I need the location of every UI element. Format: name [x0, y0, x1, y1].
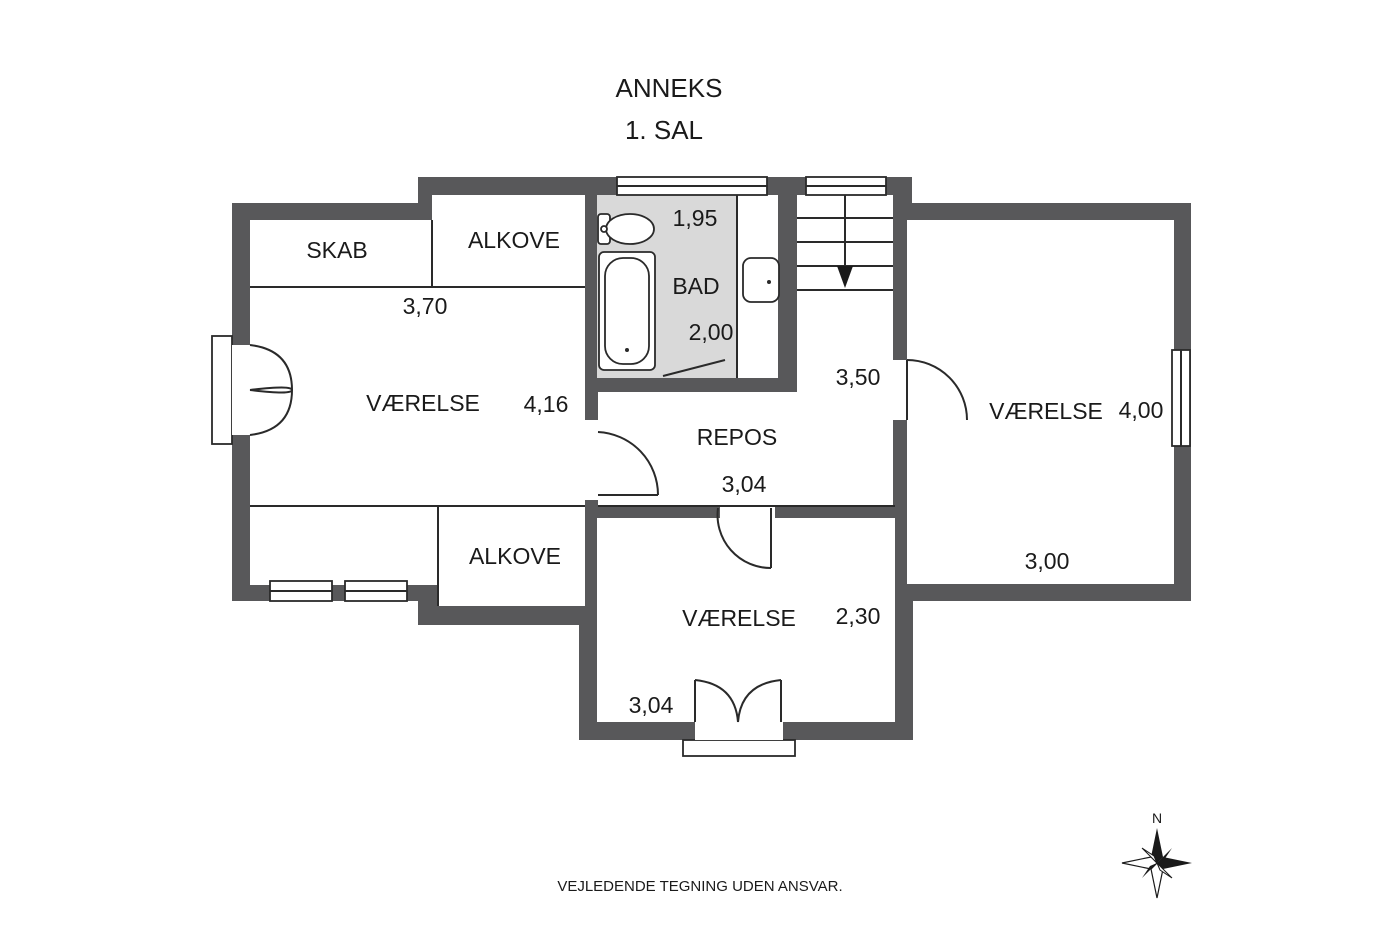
- plan-title: ANNEKS: [616, 73, 723, 103]
- door-bottom-room: [716, 507, 772, 570]
- repos-right-gap: [890, 360, 910, 420]
- dim-left-height: 4,16: [524, 391, 569, 417]
- room-label-skab: SKAB: [306, 237, 367, 263]
- window-bath: [616, 176, 768, 196]
- window-stairs: [805, 176, 887, 196]
- window-left-2: [344, 580, 408, 602]
- dim-repos-width: 3,04: [722, 471, 767, 497]
- sink-icon: [742, 257, 780, 303]
- corridor-stair-gap: [797, 290, 893, 396]
- room-label-alkove-top: ALKOVE: [468, 227, 560, 253]
- dim-bottom-height: 2,30: [836, 603, 881, 629]
- compass-rose-icon: N: [1121, 810, 1192, 899]
- door-right-room: [906, 359, 968, 421]
- room-label-bad: BAD: [672, 273, 719, 299]
- stair-arrow-icon: [837, 266, 853, 288]
- room-label-vaerelse-right: VÆRELSE: [989, 398, 1103, 424]
- dim-right-height: 4,00: [1119, 397, 1164, 423]
- room-label-vaerelse-bottom: VÆRELSE: [682, 605, 796, 631]
- room-label-vaerelse-left: VÆRELSE: [366, 390, 480, 416]
- dim-bad-width: 1,95: [673, 205, 718, 231]
- door-bathroom: [662, 359, 726, 377]
- disclaimer: VEJLEDENDE TEGNING UDEN ANSVAR.: [557, 878, 842, 895]
- corridor-left-gap: [585, 420, 599, 500]
- compass-north-label: N: [1152, 810, 1162, 826]
- bathtub-icon: [598, 251, 656, 371]
- dim-bottom-width: 3,04: [629, 692, 674, 718]
- door-balcony-bottom: [694, 679, 782, 723]
- door-left-room: [597, 431, 660, 496]
- exterior-walls: [232, 177, 1191, 740]
- dim-right-width: 3,00: [1025, 548, 1070, 574]
- balcony-left: [211, 335, 250, 445]
- room-label-repos: REPOS: [697, 424, 778, 450]
- repos-lower-gap: [720, 503, 775, 521]
- door-left-balcony: [249, 344, 293, 436]
- staircase: [797, 195, 893, 291]
- window-left-1: [269, 580, 333, 602]
- dim-bad-height: 2,00: [689, 319, 734, 345]
- toilet-icon: [597, 213, 655, 245]
- dim-left-width: 3,70: [403, 293, 448, 319]
- window-right: [1171, 349, 1191, 447]
- dim-repos-height: 3,50: [836, 364, 881, 390]
- plan-subtitle: 1. SAL: [625, 115, 703, 145]
- balcony-bottom: [682, 722, 796, 757]
- room-label-alkove-bottom: ALKOVE: [469, 543, 561, 569]
